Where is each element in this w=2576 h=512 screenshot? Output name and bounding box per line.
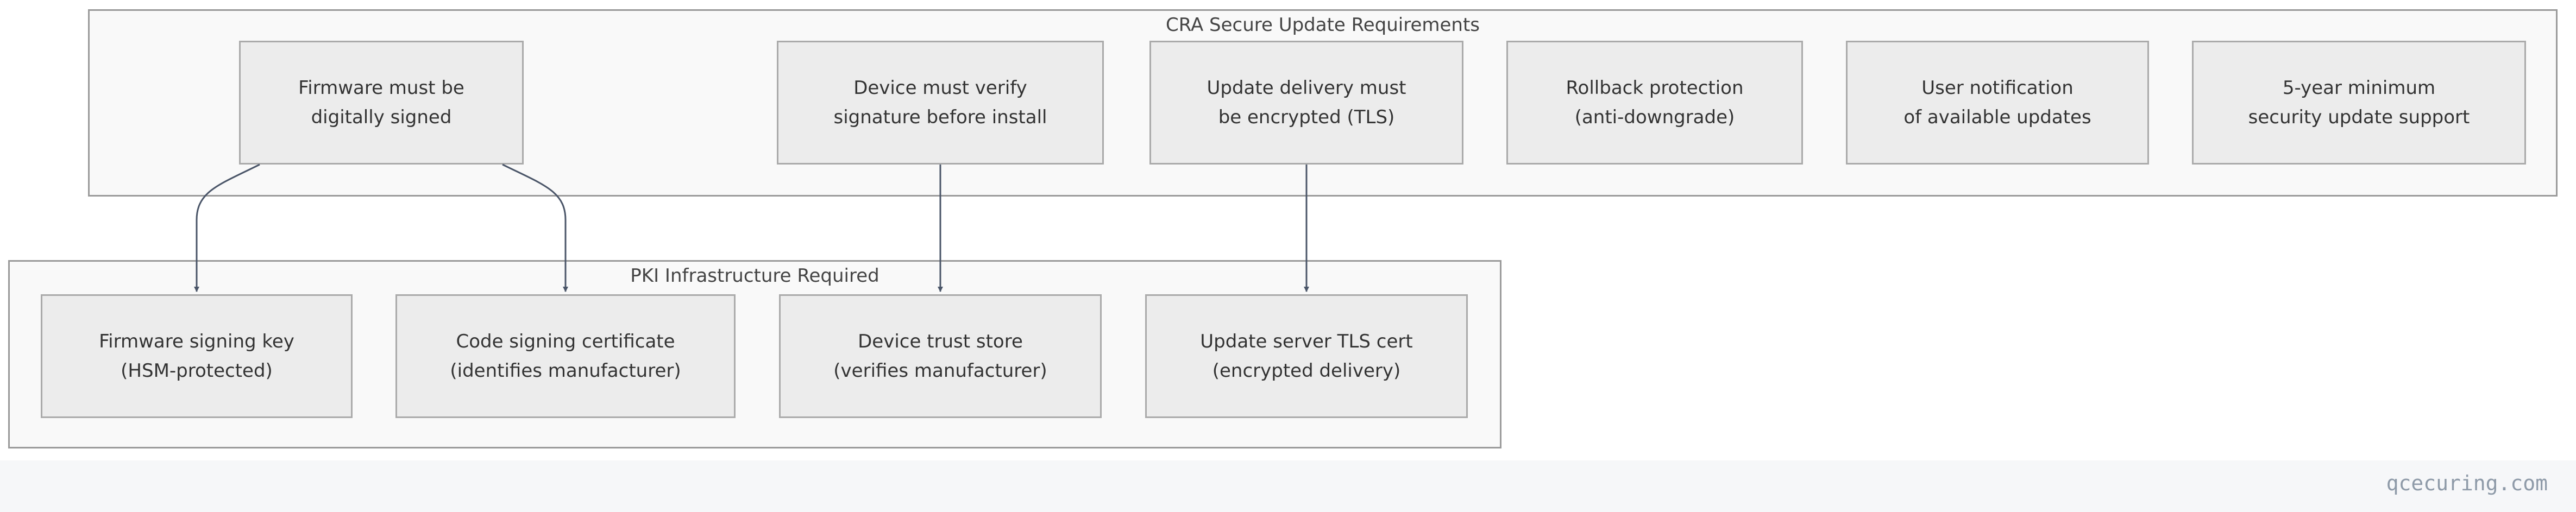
node-label-line2: digitally signed [311, 106, 452, 128]
node-label-line2: signature before install [833, 106, 1047, 128]
node-label-line1: Device trust store [858, 331, 1023, 352]
node-label-line1: Update server TLS cert [1200, 331, 1413, 352]
node-code-signing-certificate: Code signing certificate (identifies man… [395, 294, 736, 418]
node-label-line2: (HSM-protected) [121, 360, 273, 382]
node-label-line1: Code signing certificate [456, 331, 675, 352]
node-label-line1: User notification [1921, 77, 2074, 99]
node-firmware-signed: Firmware must be digitally signed [239, 41, 524, 165]
footer-band [0, 460, 2576, 512]
node-label-line1: Update delivery must [1207, 77, 1406, 99]
node-label-line2: of available updates [1903, 106, 2091, 128]
node-label-line1: Device must verify [853, 77, 1027, 99]
node-label-line2: (encrypted delivery) [1212, 360, 1401, 382]
node-update-server-tls-cert: Update server TLS cert (encrypted delive… [1145, 294, 1468, 418]
node-label-line1: Firmware signing key [99, 331, 294, 352]
node-rollback-protection: Rollback protection (anti-downgrade) [1506, 41, 1803, 165]
node-label-line1: Rollback protection [1566, 77, 1744, 99]
node-update-encrypted: Update delivery must be encrypted (TLS) [1149, 41, 1463, 165]
node-label-line2: security update support [2248, 106, 2470, 128]
node-5-year-support: 5-year minimum security update support [2192, 41, 2526, 165]
watermark-text: qcecuring.com [2386, 471, 2548, 495]
cluster-title-cra: CRA Secure Update Requirements [1165, 14, 1480, 36]
node-label-line2: (identifies manufacturer) [450, 360, 681, 382]
node-label-line2: be encrypted (TLS) [1218, 106, 1395, 128]
node-label-line1: Firmware must be [298, 77, 464, 99]
node-device-trust-store: Device trust store (verifies manufacture… [779, 294, 1102, 418]
node-device-verify: Device must verify signature before inst… [777, 41, 1104, 165]
node-label-line2: (verifies manufacturer) [833, 360, 1047, 382]
node-label-line2: (anti-downgrade) [1574, 106, 1735, 128]
node-user-notification: User notification of available updates [1846, 41, 2149, 165]
cluster-title-pki: PKI Infrastructure Required [630, 265, 879, 287]
node-label-line1: 5-year minimum [2282, 77, 2436, 99]
node-firmware-signing-key: Firmware signing key (HSM-protected) [41, 294, 353, 418]
